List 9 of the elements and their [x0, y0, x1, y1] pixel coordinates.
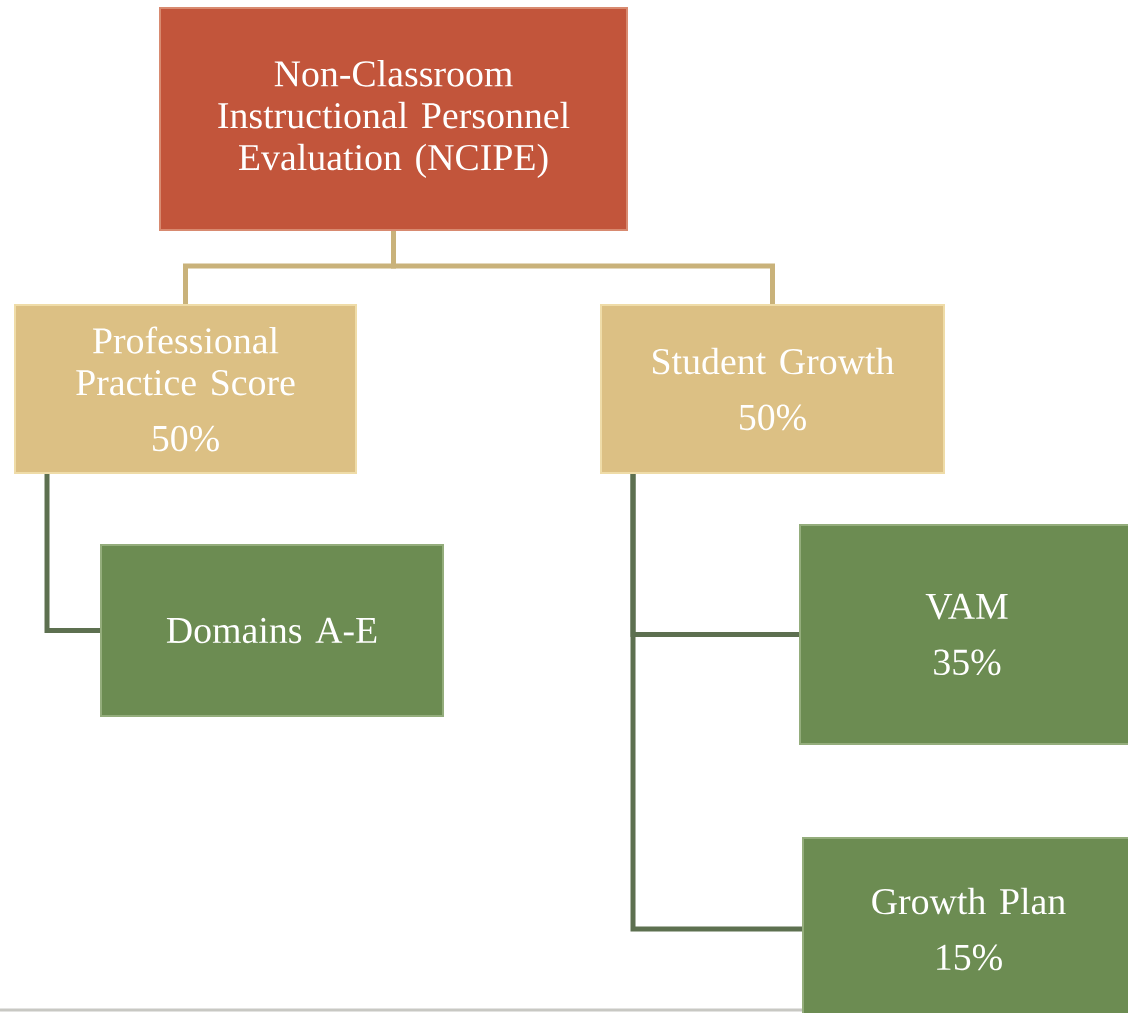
title-box: Non-Classroom Instructional Personnel Evaluation (NCIPE) [159, 7, 628, 231]
category-box: Student Growth 50% [600, 304, 945, 474]
component-box: Growth Plan 15% [802, 837, 1128, 1013]
component-box: Domains A-E [100, 544, 444, 717]
category-box: Professional Practice Score 50% [14, 304, 357, 474]
connector-line [44, 474, 100, 633]
component-box: VAM 35% [799, 524, 1128, 745]
connector-line [391, 231, 775, 304]
connector-line [630, 474, 802, 932]
